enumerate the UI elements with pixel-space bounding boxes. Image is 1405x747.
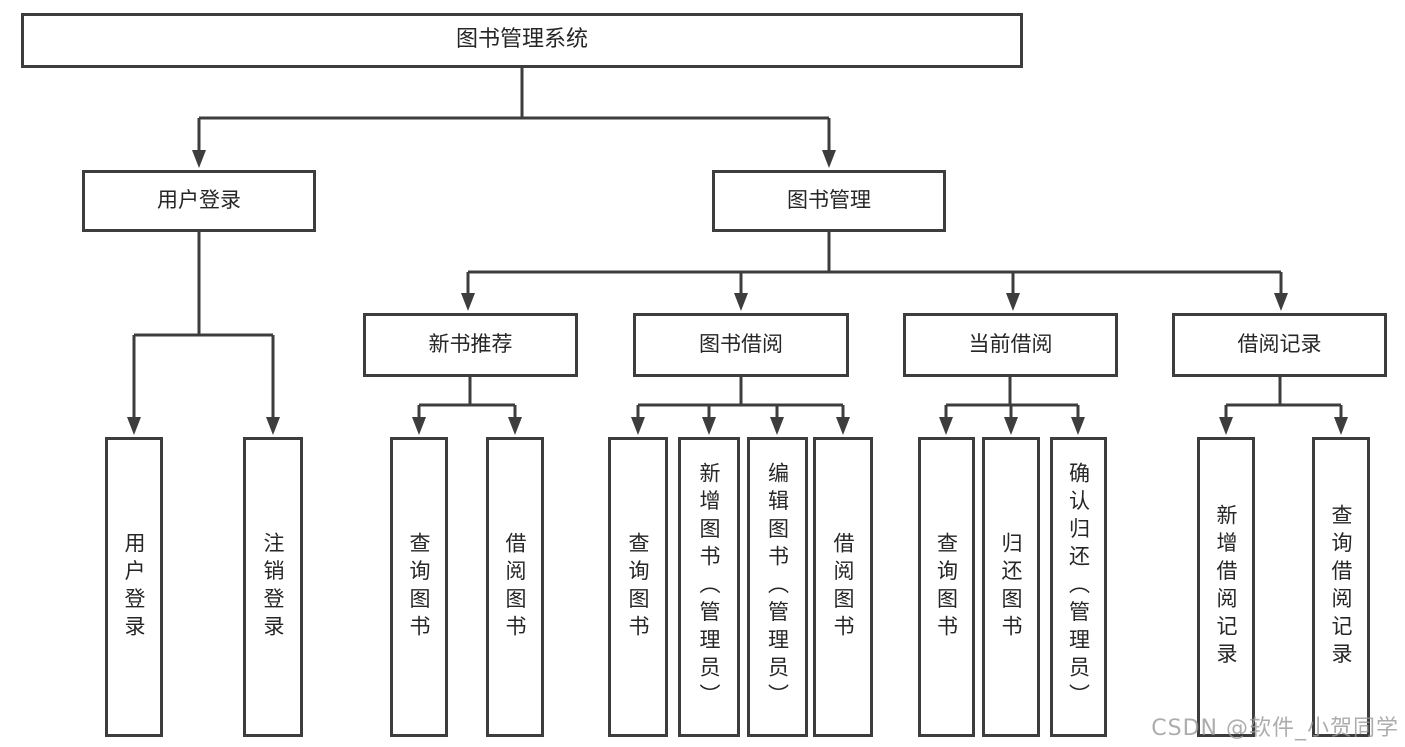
connector-current-borrow-to-leaves (944, 377, 1080, 419)
node-leaf-borrow-books-2: 借阅图书 (813, 437, 873, 737)
node-user-login-label: 用户登录 (157, 188, 241, 213)
connector-new-books-to-leaves (417, 377, 517, 419)
node-root: 图书管理系统 (21, 13, 1023, 68)
node-current-borrowing: 当前借阅 (903, 313, 1118, 377)
node-leaf-query-books-1-label: 查询图书 (407, 531, 432, 643)
connector-root-to-level2 (197, 68, 831, 152)
node-book-management-label: 图书管理 (787, 188, 871, 213)
node-leaf-user-login: 用户登录 (105, 437, 163, 737)
node-borrowing-records-label: 借阅记录 (1237, 332, 1322, 357)
node-leaf-confirm-return-admin: 确认归还（管理员） (1050, 437, 1107, 737)
node-new-book-recommend-label: 新书推荐 (428, 332, 513, 357)
node-borrowing-records: 借阅记录 (1172, 313, 1387, 377)
node-leaf-edit-book-admin: 编辑图书（管理员） (747, 437, 808, 737)
node-leaf-logout-label: 注销登录 (261, 531, 286, 643)
node-leaf-borrow-books-1-label: 借阅图书 (503, 531, 528, 643)
arrowheads (127, 150, 1348, 435)
node-leaf-user-login-label: 用户登录 (122, 531, 147, 643)
node-book-borrowing: 图书借阅 (633, 313, 849, 377)
node-leaf-add-book-admin-label: 新增图书（管理员） (697, 462, 722, 712)
node-leaf-query-books-3: 查询图书 (918, 437, 975, 737)
node-leaf-confirm-return-admin-label: 确认归还（管理员） (1066, 462, 1091, 712)
node-book-management: 图书管理 (712, 170, 946, 232)
node-leaf-query-books-2-label: 查询图书 (626, 531, 651, 643)
node-user-login: 用户登录 (82, 170, 316, 232)
node-leaf-borrow-books-2-label: 借阅图书 (831, 531, 856, 643)
node-leaf-query-books-3-label: 查询图书 (934, 531, 959, 643)
connector-borrow-records-to-leaves (1224, 377, 1343, 419)
node-leaf-return-book: 归还图书 (982, 437, 1040, 737)
node-leaf-query-books-2: 查询图书 (608, 437, 668, 737)
node-new-book-recommend: 新书推荐 (363, 313, 578, 377)
connector-user-login-to-leaves (132, 232, 275, 419)
node-leaf-add-borrow-record-label: 新增借阅记录 (1214, 503, 1239, 671)
connector-book-mgmt-to-level3 (466, 232, 1283, 295)
node-leaf-query-borrow-record-label: 查询借阅记录 (1329, 503, 1354, 671)
node-leaf-query-borrow-record: 查询借阅记录 (1312, 437, 1370, 737)
node-leaf-logout: 注销登录 (243, 437, 303, 737)
node-leaf-query-books-1: 查询图书 (390, 437, 448, 737)
node-leaf-add-book-admin: 新增图书（管理员） (678, 437, 740, 737)
connector-book-borrow-to-leaves (636, 377, 845, 419)
node-book-borrowing-label: 图书借阅 (699, 332, 783, 357)
node-leaf-edit-book-admin-label: 编辑图书（管理员） (765, 462, 790, 712)
node-root-label: 图书管理系统 (455, 27, 588, 53)
node-current-borrowing-label: 当前借阅 (968, 332, 1053, 357)
node-leaf-return-book-label: 归还图书 (999, 531, 1024, 643)
node-leaf-add-borrow-record: 新增借阅记录 (1197, 437, 1255, 737)
node-leaf-borrow-books-1: 借阅图书 (486, 437, 544, 737)
